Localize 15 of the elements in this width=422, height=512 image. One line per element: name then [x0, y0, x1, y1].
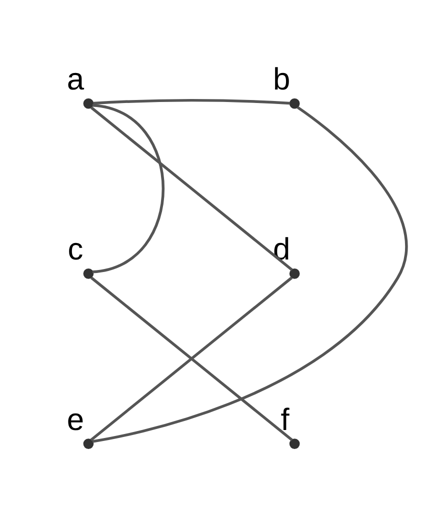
connector: [92, 106, 408, 442]
node-circle: [289, 268, 300, 278]
node-label: b: [273, 61, 290, 96]
connector: [93, 98, 290, 104]
connector: [90, 106, 293, 270]
node-circle: [83, 268, 94, 278]
node-circle: [289, 438, 300, 448]
connector: [92, 104, 164, 273]
node-circle: [83, 98, 94, 108]
node-circle: [289, 98, 300, 108]
node-label: a: [66, 61, 84, 96]
node-circle: [83, 438, 94, 448]
node-label: c: [68, 231, 84, 266]
node-label: f: [280, 401, 290, 436]
node-label: e: [66, 401, 84, 436]
